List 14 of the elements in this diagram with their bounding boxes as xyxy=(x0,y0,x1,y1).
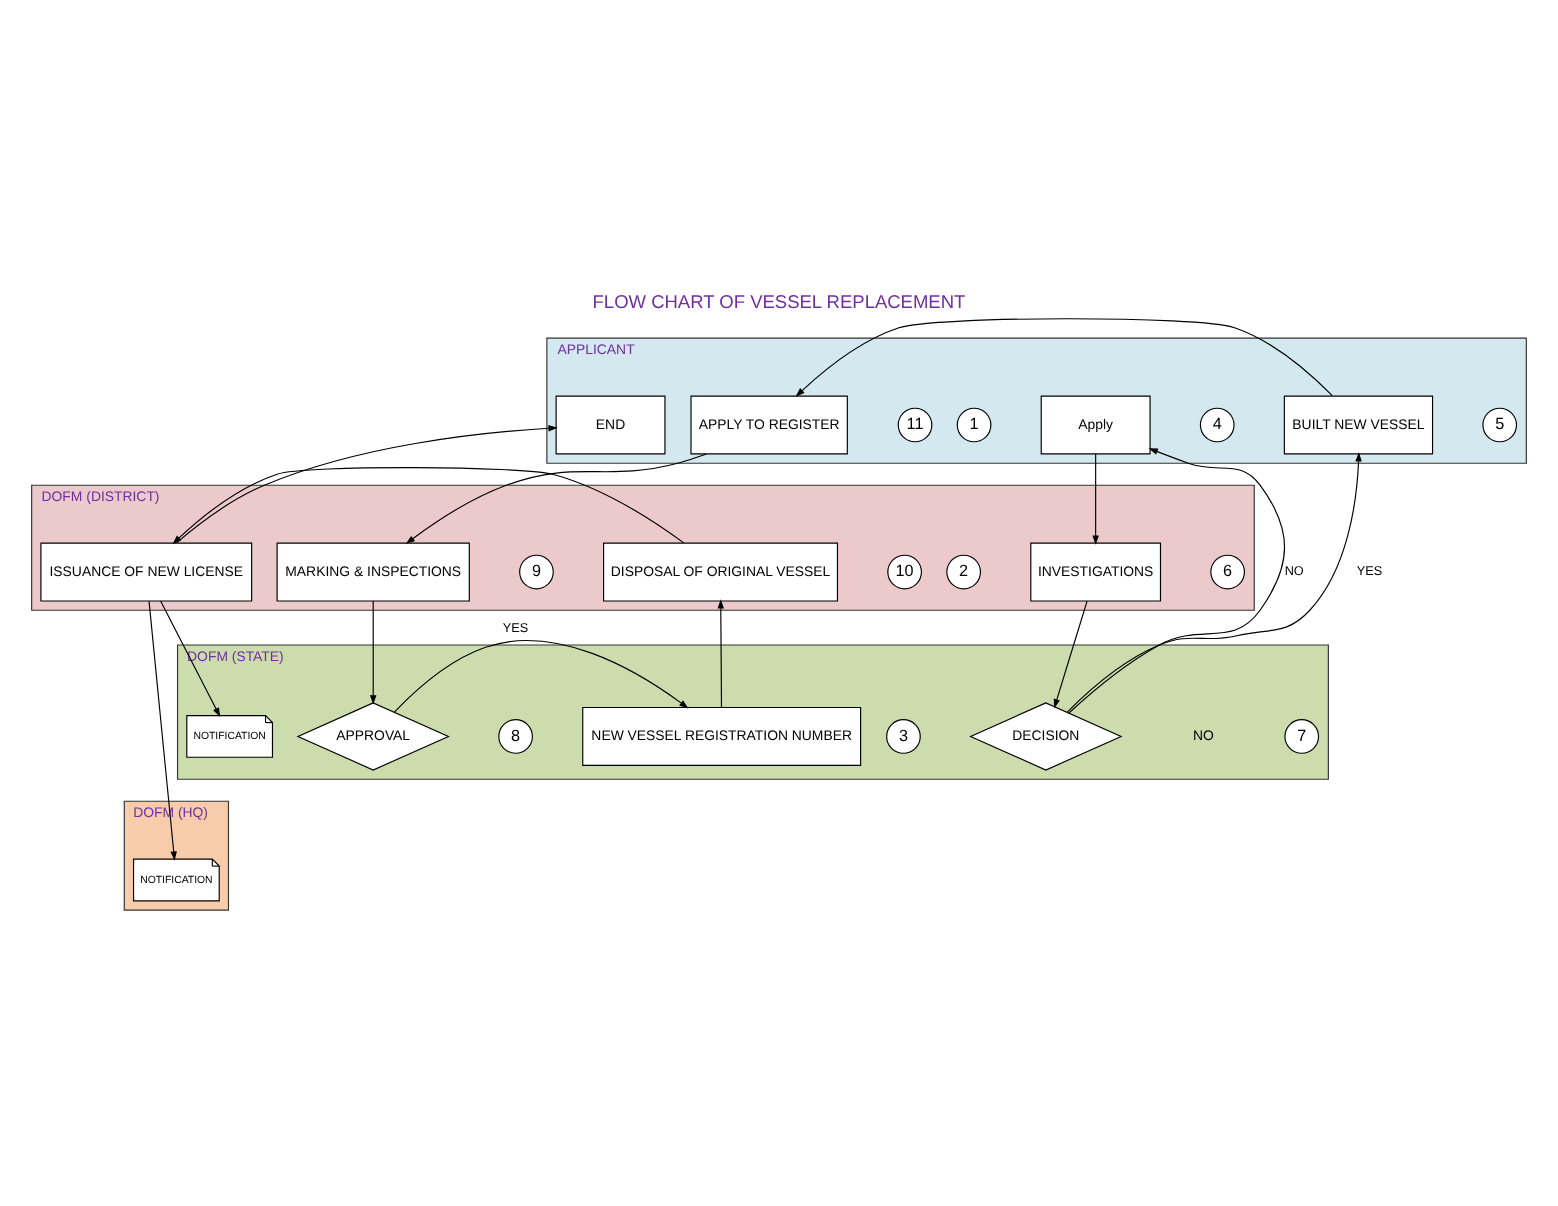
arrow xyxy=(393,639,689,712)
arrow xyxy=(1066,451,1362,712)
arrow xyxy=(148,599,177,860)
arrow xyxy=(405,452,707,544)
arrow xyxy=(160,599,221,716)
arrow xyxy=(172,466,685,544)
arrow xyxy=(369,599,377,704)
arrow xyxy=(1053,599,1088,708)
arrow xyxy=(795,317,1333,396)
arrow xyxy=(717,598,725,707)
arrow xyxy=(1068,447,1286,713)
arrow xyxy=(1092,452,1099,544)
diagram-title: FLOW CHART OF VESSEL REPLACEMENT xyxy=(592,291,966,312)
arrow xyxy=(175,424,558,543)
